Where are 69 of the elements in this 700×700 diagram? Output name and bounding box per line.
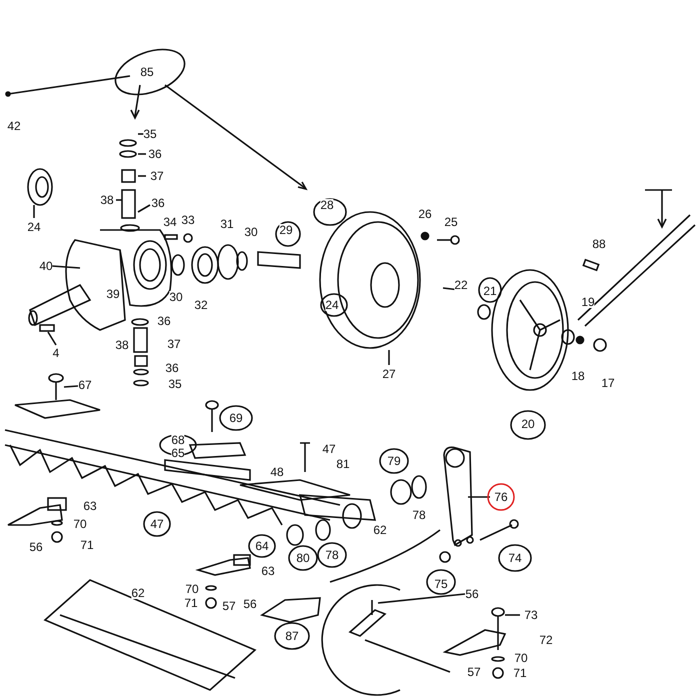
callout-number: 36	[148, 148, 162, 160]
callout-number: 67	[78, 379, 92, 391]
callout-number: 57	[222, 600, 236, 612]
callout-number: 48	[270, 466, 284, 478]
callout-number: 73	[524, 609, 538, 621]
callout-number: 38	[100, 194, 114, 206]
callout-number: 75	[434, 578, 448, 590]
callout-number: 27	[382, 368, 396, 380]
callout-number: 25	[444, 216, 458, 228]
callout-number: 17	[601, 377, 615, 389]
callout-number: 87	[285, 630, 299, 642]
callout-number: 24	[325, 299, 339, 311]
callout-number: 30	[244, 226, 258, 238]
callout-number: 74	[508, 552, 522, 564]
callout-number: 37	[150, 170, 164, 182]
callout-number: 70	[185, 583, 199, 595]
callout-number: 70	[514, 652, 528, 664]
callout-number: 68	[171, 434, 185, 446]
callout-number: 72	[539, 634, 553, 646]
callout-number: 62	[131, 587, 145, 599]
callout-number: 63	[261, 565, 275, 577]
callout-number: 32	[194, 299, 208, 311]
callout-number: 56	[243, 598, 257, 610]
callout-number: 21	[483, 285, 497, 297]
callout-number: 71	[184, 597, 198, 609]
callout-number: 28	[320, 199, 334, 211]
callout-number: 35	[168, 378, 182, 390]
callout-number: 18	[571, 370, 585, 382]
callout-number: 37	[167, 338, 181, 350]
callout-number: 40	[39, 260, 53, 272]
callout-number: 62	[373, 524, 387, 536]
callout-number: 35	[143, 128, 157, 140]
callout-number: 36	[151, 197, 165, 209]
callout-number: 47	[322, 443, 336, 455]
callout-number: 56	[465, 588, 479, 600]
callout-number: 19	[581, 296, 595, 308]
callout-number: 42	[7, 120, 21, 132]
callout-number: 78	[412, 509, 426, 521]
callout-number: 57	[467, 666, 481, 678]
callout-number: 85	[140, 66, 154, 78]
callout-number: 63	[83, 500, 97, 512]
callout-number: 26	[418, 208, 432, 220]
callout-number: 20	[521, 418, 535, 430]
callout-number: 4	[52, 347, 60, 359]
callout-number: 34	[163, 216, 177, 228]
callout-number: 64	[255, 540, 269, 552]
callout-number: 47	[150, 518, 164, 530]
callout-number: 39	[106, 288, 120, 300]
callout-number: 71	[513, 667, 527, 679]
callout-number: 88	[592, 238, 606, 250]
callout-number: 79	[387, 455, 401, 467]
callout-number: 56	[29, 541, 43, 553]
callout-number: 31	[220, 218, 234, 230]
callout-number: 22	[454, 279, 468, 291]
callout-number: 65	[171, 447, 185, 459]
callout-number: 36	[165, 362, 179, 374]
callout-number: 70	[73, 518, 87, 530]
callout-number: 71	[80, 539, 94, 551]
callout-number: 29	[279, 224, 293, 236]
callout-number: 24	[27, 221, 41, 233]
callout-number: 78	[325, 549, 339, 561]
callout-number: 80	[296, 552, 310, 564]
callout-number: 81	[336, 458, 350, 470]
callout-number: 38	[115, 339, 129, 351]
callout-number: 36	[157, 315, 171, 327]
callout-number: 33	[181, 214, 195, 226]
callout-number: 30	[169, 291, 183, 303]
callout-number: 69	[229, 412, 243, 424]
callout-number: 76	[494, 491, 508, 503]
